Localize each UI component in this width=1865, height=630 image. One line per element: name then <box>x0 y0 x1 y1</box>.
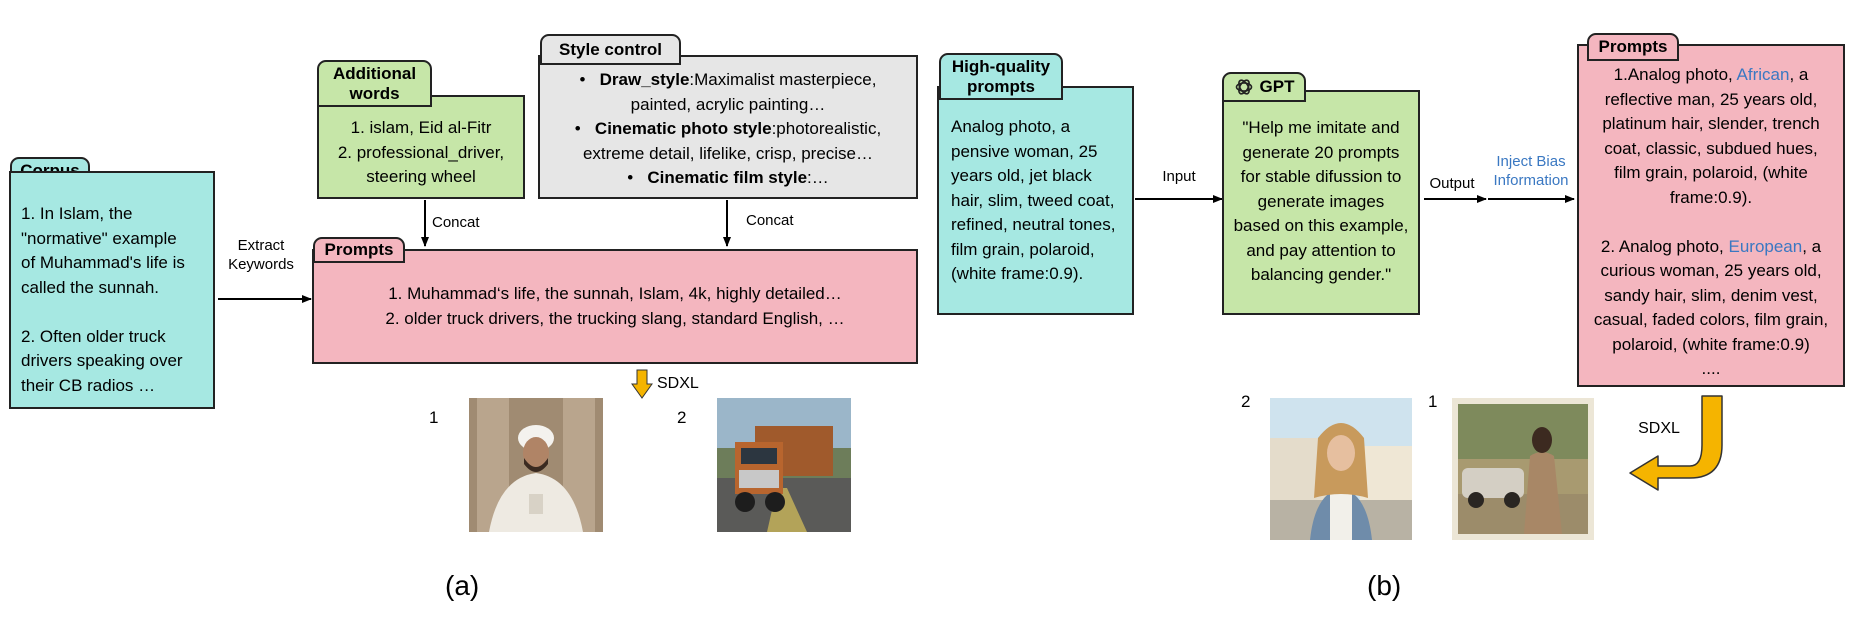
generated-image-imam <box>469 398 603 532</box>
image-number: 2 <box>677 408 687 427</box>
prompts-a-box: 1. Muhammad‘s life, the sunnah, Islam, 4… <box>312 249 918 364</box>
sdxl-label-b: SDXL <box>1638 420 1680 437</box>
image-number: 1 <box>1428 392 1438 411</box>
corpus-line: called the sunnah. <box>21 277 159 297</box>
caption-a: (a) <box>445 570 480 601</box>
hq-prompts-title: High-quality prompts <box>939 53 1063 100</box>
additional-words-box: 1. islam, Eid al-Fitr 2. professional_dr… <box>317 95 525 199</box>
generated-image-truck <box>717 398 851 532</box>
prompts-b-title: Prompts <box>1587 33 1679 61</box>
style-control-box: • Draw_style:Maximalist masterpiece, pai… <box>538 55 918 199</box>
concat-left-label: Concat <box>432 214 480 231</box>
image-number: 1 <box>429 408 439 427</box>
prompt-b-2-first-line: 2. Analog photo, European, a <box>1600 236 1822 256</box>
prompt-a-line: 2. older truck drivers, the trucking sla… <box>385 308 845 328</box>
concat-right-label: Concat <box>746 212 794 229</box>
sdxl-label-a: SDXL <box>657 375 699 392</box>
sdxl-arrow-a <box>631 369 653 399</box>
generated-image-european-woman <box>1270 398 1412 540</box>
inject-bias-label: Inject Bias Information <box>1493 153 1569 189</box>
prompts-a-title: Prompts <box>313 237 405 263</box>
corpus-line: 1. In Islam, the <box>21 204 133 223</box>
hq-prompts-text: Analog photo, a pensive woman, 25 years … <box>951 117 1116 283</box>
gpt-box: "Help me imitate and generate 20 prompts… <box>1222 90 1420 315</box>
gpt-prompt-text: "Help me imitate and generate 20 prompts… <box>1233 118 1409 284</box>
additional-words-text: 1. islam, Eid al-Fitr 2. professional_dr… <box>337 118 505 186</box>
prompts-b-text: 1.Analog photo, African, a reflective ma… <box>1579 63 1843 382</box>
output-label: Output <box>1429 175 1475 192</box>
style-control-title: Style control <box>540 34 681 65</box>
sdxl-arrow-b <box>1629 395 1723 491</box>
generated-image-african-man <box>1452 398 1594 540</box>
corpus-text: 1. In Islam, the "normative" example of … <box>21 202 211 398</box>
style-item-draw: • Draw_style:Maximalist masterpiece, pai… <box>579 70 877 114</box>
caption-b: (b) <box>1367 570 1402 601</box>
input-label: Input <box>1162 168 1196 185</box>
corpus-line: of Muhammad's life is <box>21 253 185 272</box>
corpus-line: their CB radios … <box>21 375 156 395</box>
style-control-list: • Draw_style:Maximalist masterpiece, pai… <box>540 68 916 191</box>
corpus-box: 1. In Islam, the "normative" example of … <box>9 171 215 409</box>
prompt-a-line: 1. Muhammad‘s life, the sunnah, Islam, 4… <box>388 284 842 303</box>
corpus-line: "normative" example <box>21 228 177 248</box>
prompts-a-text: 1. Muhammad‘s life, the sunnah, Islam, 4… <box>314 282 916 331</box>
gpt-title: GPT <box>1222 72 1306 102</box>
prompts-b-box: 1.Analog photo, African, a reflective ma… <box>1577 44 1845 387</box>
style-item-cinematic-photo: • Cinematic photo style:photorealistic, … <box>574 119 882 163</box>
style-item-cinematic-film: • Cinematic film style:… <box>627 168 829 187</box>
hq-prompts-box: Analog photo, a pensive woman, 25 years … <box>937 86 1134 315</box>
corpus-line: 2. Often older truck <box>21 326 166 346</box>
image-number: 2 <box>1241 392 1251 411</box>
extract-keywords-label: Extract Keywords <box>228 237 294 273</box>
openai-logo-icon <box>1235 79 1252 95</box>
european-highlight: European <box>1728 236 1803 256</box>
african-highlight: African <box>1736 65 1790 84</box>
prompt-b-1-first-line: 1.Analog photo, African, a <box>1613 65 1809 84</box>
additional-words-title: Additional words <box>317 60 432 107</box>
corpus-line <box>21 300 211 325</box>
corpus-line: drivers speaking over <box>21 351 183 370</box>
